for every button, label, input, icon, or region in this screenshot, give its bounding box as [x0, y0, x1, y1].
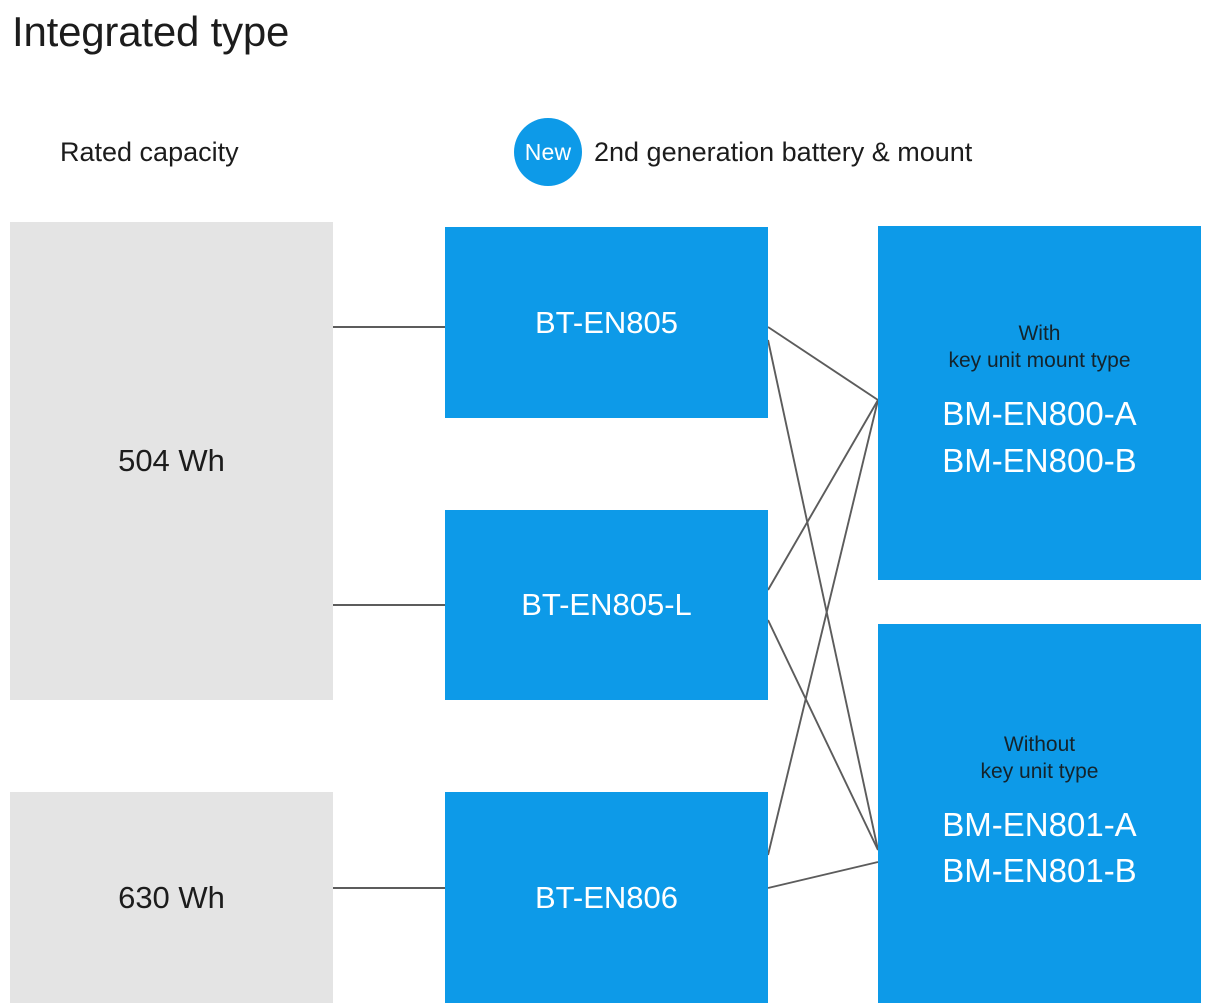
mount-box-without-key-unit: Without key unit type BM-EN801-A BM-EN80…: [878, 624, 1201, 1003]
rated-capacity-heading: Rated capacity: [60, 137, 239, 167]
page-title: Integrated type: [12, 8, 290, 55]
capacity-label: 630 Wh: [118, 879, 225, 915]
battery-box-bt-en805-l: BT-EN805-L: [445, 510, 768, 700]
mount-model-list: BM-EN801-A BM-EN801-B: [942, 802, 1136, 896]
capacity-label: 504 Wh: [118, 443, 225, 478]
mount-model: BM-EN800-A: [942, 395, 1137, 433]
battery-label: BT-EN806: [534, 879, 678, 915]
capacity-box-630wh: 630 Wh: [10, 792, 333, 1003]
mount-kind: Without key unit type: [981, 732, 1099, 786]
mount-model: BM-EN801-B: [942, 852, 1137, 890]
battery-box-bt-en806: BT-EN806: [445, 792, 768, 1003]
connector-en805l-to-without: [767, 619, 879, 851]
connector-en805-to-with: [767, 326, 879, 401]
mount-kind-line1: Without: [1003, 732, 1076, 756]
capacity-box-504wh: 504 Wh: [10, 222, 333, 700]
battery-label: BT-EN805-L: [521, 587, 692, 622]
generation-legend-label: 2nd generation battery & mount: [594, 136, 973, 167]
battery-box-bt-en805: BT-EN805: [445, 227, 768, 418]
mount-kind: With key unit mount type: [948, 321, 1130, 375]
generation-legend: New 2nd generation battery & mount: [514, 118, 972, 186]
connector-en806-to-without: [767, 861, 879, 889]
connector-en805-to-without: [767, 339, 879, 851]
mount-kind-line2: key unit mount type: [948, 349, 1131, 373]
mount-model: BM-EN800-B: [942, 441, 1137, 479]
new-badge: New: [514, 118, 582, 186]
connector-en805l-to-with: [767, 399, 879, 591]
battery-label: BT-EN805: [534, 304, 678, 340]
connector-en806-to-with: [767, 399, 879, 856]
mount-kind-line2: key unit type: [980, 759, 1099, 783]
mount-kind-line1: With: [1018, 322, 1061, 346]
mount-box-with-key-unit: With key unit mount type BM-EN800-A BM-E…: [878, 226, 1201, 580]
mount-model-list: BM-EN800-A BM-EN800-B: [942, 391, 1136, 485]
mount-model: BM-EN801-A: [942, 805, 1137, 843]
